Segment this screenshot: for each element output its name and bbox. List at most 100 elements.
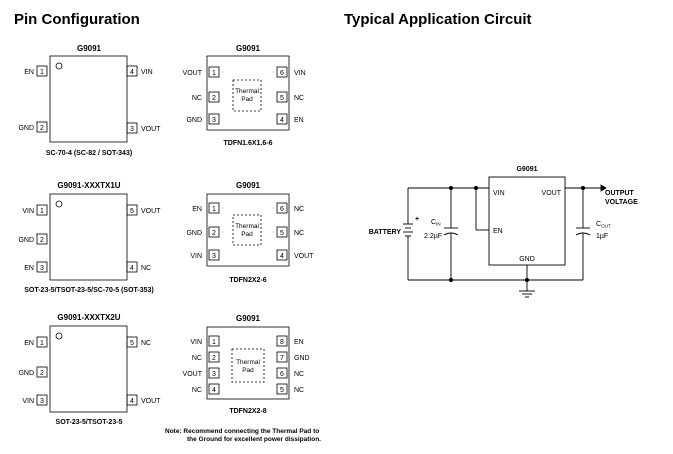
pin-name: GND <box>18 237 34 244</box>
pin-box <box>36 366 48 378</box>
pin-name: NC <box>141 265 151 272</box>
pin-box <box>208 113 220 125</box>
pin-name: EN <box>294 117 304 124</box>
junction-dot <box>473 185 479 191</box>
pin-name: NC <box>294 230 304 237</box>
pin-number: 1 <box>212 206 216 213</box>
pin-number: 4 <box>130 265 134 272</box>
thermal-pad <box>232 214 262 246</box>
thermal-pad <box>231 348 265 383</box>
pin-box <box>36 233 48 245</box>
output-voltage-label: VOLTAGE <box>605 199 638 206</box>
pin-box <box>276 91 288 103</box>
pin-number: 6 <box>280 206 284 213</box>
pin-name: GND <box>18 370 34 377</box>
pin-name: NC <box>294 371 304 378</box>
pin-number: 8 <box>280 339 284 346</box>
cout-letter: C <box>596 221 601 228</box>
pin-box <box>36 394 48 406</box>
thermal-pad-label: Pad <box>241 231 253 238</box>
pin-number: 3 <box>130 126 134 133</box>
battery-plus: + <box>415 216 419 223</box>
circuit-ic-name: G9091 <box>516 166 537 173</box>
battery-label: BATTERY <box>369 229 402 236</box>
pin-box <box>208 66 220 78</box>
package-label: SOT-23-5/TSOT-23-5/SC-70-5 (SOT-353) <box>24 287 154 294</box>
cin-label: CIN <box>431 219 441 227</box>
part-number: G9091-XXXTX1U <box>57 181 120 190</box>
thermal-pad-label: Pad <box>242 367 254 374</box>
package-label: SOT-23-5/TSOT-23-5 <box>56 419 123 426</box>
pin-box <box>276 383 288 395</box>
pin1-dot <box>55 200 63 208</box>
pin-number: 4 <box>280 117 284 124</box>
ic-body <box>206 193 290 267</box>
ic-body <box>49 325 128 413</box>
package-tdfn2x2-8: G9091 Thermal Pad 1 VIN 2 NC 3 VOUT 4 NC… <box>183 314 310 415</box>
package-sot23-5-x2u: G9091-XXXTX2U 1 EN 2 GND 3 VIN 4 VOUT 5 … <box>18 313 161 426</box>
application-circuit-heading: Typical Application Circuit <box>344 11 532 28</box>
pin-box <box>126 65 138 77</box>
pin-box <box>208 383 220 395</box>
pin-name: NC <box>294 387 304 394</box>
pin-name: GND <box>186 230 202 237</box>
pin-number: 3 <box>212 117 216 124</box>
pin-number: 1 <box>40 208 44 215</box>
circuit-en-label: EN <box>493 228 503 235</box>
thermal-pad-label: Thermal <box>235 88 259 95</box>
part-number: G9091 <box>236 314 261 323</box>
note-line-1: Note: Recommend connecting the Thermal P… <box>165 428 319 435</box>
pin-number: 3 <box>40 398 44 405</box>
pin-number: 1 <box>212 339 216 346</box>
pin-box <box>126 394 138 406</box>
pin-name: GND <box>294 355 310 362</box>
circuit-vin-label: VIN <box>493 190 505 197</box>
pin-name: VOUT <box>141 126 161 133</box>
pin-box <box>276 249 288 261</box>
cin-letter: C <box>431 219 436 226</box>
pin-box <box>276 66 288 78</box>
pin-box <box>208 351 220 363</box>
package-sot23-5-x1u: G9091-XXXTX1U 1 VIN 2 GND 3 EN 4 NC 5 VO… <box>18 181 161 294</box>
pin-name: VOUT <box>141 208 161 215</box>
pin-name: EN <box>294 339 304 346</box>
cout-subscript: OUT <box>601 224 611 229</box>
pin-box <box>276 113 288 125</box>
package-label: TDFN2X2-8 <box>229 408 266 415</box>
pin-box <box>36 121 48 133</box>
pin-number: 5 <box>130 340 134 347</box>
pin-number: 2 <box>212 230 216 237</box>
pin-name: VOUT <box>141 398 161 405</box>
pin-number: 4 <box>280 253 284 260</box>
pin-number: 1 <box>212 70 216 77</box>
pin-number: 2 <box>212 95 216 102</box>
pin-box <box>36 204 48 216</box>
pin-box <box>208 91 220 103</box>
circuit-vout-label: VOUT <box>542 190 562 197</box>
pin-box <box>276 202 288 214</box>
ic-body <box>49 193 128 281</box>
package-label: TDFN1.6X1.6-6 <box>223 140 272 147</box>
pin-number: 3 <box>212 371 216 378</box>
output-arrow <box>600 184 607 192</box>
pin1-dot <box>55 332 63 340</box>
part-number: G9091-XXXTX2U <box>57 313 120 322</box>
package-label: SC-70-4 (SC-82 / SOT-343) <box>46 150 132 157</box>
output-voltage-label: OUTPUT <box>605 190 635 197</box>
pin-box <box>126 336 138 348</box>
pin-number: 4 <box>130 398 134 405</box>
thermal-pad-label: Pad <box>241 96 253 103</box>
package-tdfn1.6x1.6-6: G9091 Thermal Pad 1 VOUT 2 NC 3 GND 4 EN… <box>183 44 306 147</box>
pin-number: 7 <box>280 355 284 362</box>
pin-name: NC <box>141 340 151 347</box>
application-circuit: G9091 VIN VOUT EN GND OUTPUT VOLTAGE BAT… <box>369 166 638 298</box>
pin-box <box>276 335 288 347</box>
pin-configuration-heading: Pin Configuration <box>14 11 140 28</box>
pin-box <box>208 202 220 214</box>
pin-box <box>36 65 48 77</box>
pin-name: NC <box>192 95 202 102</box>
pin-name: VIN <box>141 69 153 76</box>
part-number: G9091 <box>236 44 261 53</box>
cin-value: 2.2µF <box>424 233 442 240</box>
package-label: TDFN2X2-6 <box>229 277 266 284</box>
